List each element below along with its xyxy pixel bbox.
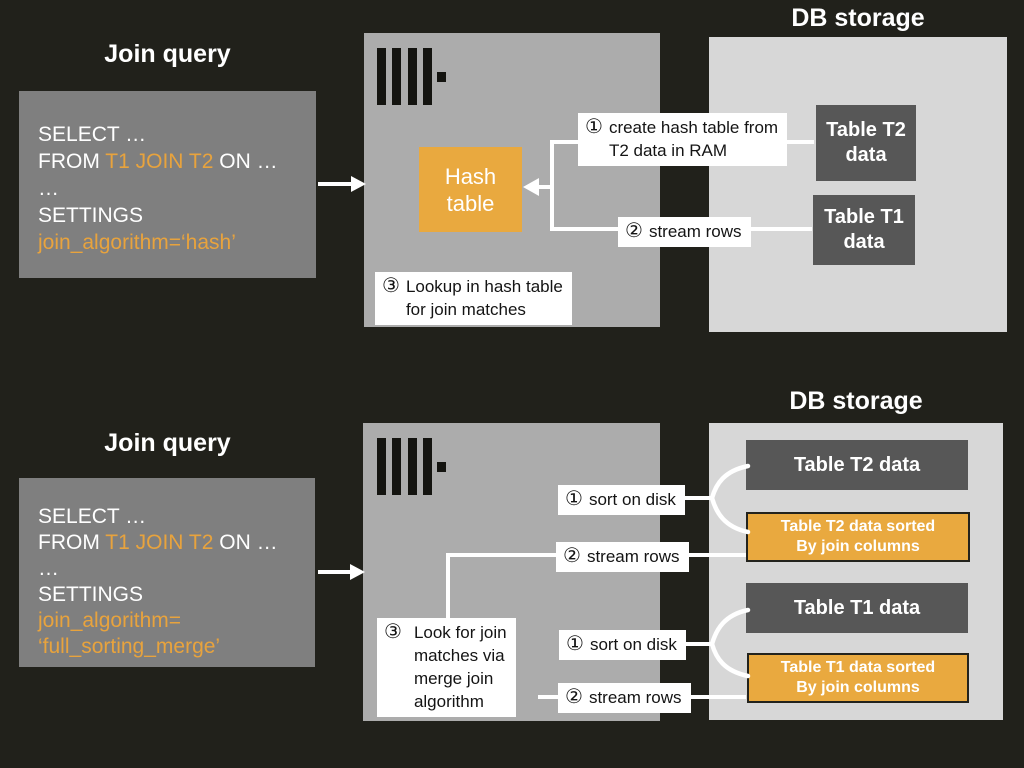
hash-join-query-title: Join query (104, 40, 231, 68)
sql-line-from: FROM T1 JOIN T2 ON … (38, 531, 278, 554)
step-2-stream-t2-label: ② stream rows (556, 542, 689, 572)
sql-line-select: SELECT … (38, 505, 147, 528)
server-bars-icon (377, 438, 447, 496)
server-bars-icon (377, 48, 447, 106)
circled-1-icon: ① (565, 488, 583, 510)
sql-line-ellipsis: … (38, 557, 59, 580)
sql-line-algorithm: join_algorithm= (38, 609, 182, 632)
table-t1-data-box: Table T1 data (746, 583, 968, 633)
step-2-stream-t1-label: ② stream rows (558, 683, 691, 713)
circled-2-icon: ② (563, 545, 581, 567)
step-1-sort-t2-label: ① sort on disk (558, 485, 685, 515)
circled-2-icon: ② (565, 686, 583, 708)
table-t2-data-box: Table T2 data (816, 105, 916, 181)
table-t2-sorted-box: Table T2 data sorted By join columns (746, 512, 970, 562)
merge-join-query-title: Join query (104, 429, 231, 457)
table-t1-data-box: Table T1 data (813, 195, 915, 265)
circled-1-icon: ① (566, 633, 584, 655)
sql-code: SELECT … FROM T1 JOIN T2 ON … … SETTINGS… (19, 91, 316, 256)
sql-line-select: SELECT … (38, 123, 147, 146)
table-t2-data-box: Table T2 data (746, 440, 968, 490)
step-1-create-hash-table-label: ① create hash table from T2 data in RAM (578, 113, 788, 166)
sql-line-algorithm: join_algorithm=‘hash’ (38, 231, 236, 254)
db-storage-title: DB storage (791, 4, 925, 32)
sql-join-highlight: T1 JOIN T2 (105, 150, 214, 173)
circled-3-icon: ③ (382, 275, 400, 297)
sql-line-from: FROM T1 JOIN T2 ON … (38, 150, 278, 173)
db-storage-box (709, 37, 1007, 332)
circled-1-icon: ① (585, 116, 603, 138)
merge-join-sql-box: SELECT … FROM T1 JOIN T2 ON … … SETTINGS… (19, 478, 315, 667)
sql-line-settings: SETTINGS (38, 204, 144, 227)
step-3-lookup-label: ③ Lookup in hash table for join matches (375, 272, 572, 325)
sql-line-settings: SETTINGS (38, 583, 144, 606)
step-1-sort-t1-label: ① sort on disk (559, 630, 686, 660)
step-3-merge-lookup-label: ③ Look for join matches via merge join a… (377, 618, 516, 717)
sql-join-highlight: T1 JOIN T2 (105, 531, 214, 554)
step-2-stream-rows-label: ② stream rows (618, 217, 751, 247)
table-t1-sorted-box: Table T1 data sorted By join columns (747, 653, 969, 703)
sql-line-ellipsis: … (38, 177, 59, 200)
db-storage-title: DB storage (789, 387, 923, 415)
hash-table-box: Hash table (419, 147, 522, 232)
circled-3-icon: ③ (384, 621, 402, 643)
sql-code: SELECT … FROM T1 JOIN T2 ON … … SETTINGS… (19, 478, 315, 660)
circled-2-icon: ② (625, 220, 643, 242)
sql-line-algorithm-value: ‘full_sorting_merge’ (38, 635, 221, 658)
hash-join-sql-box: SELECT … FROM T1 JOIN T2 ON … … SETTINGS… (19, 91, 316, 278)
